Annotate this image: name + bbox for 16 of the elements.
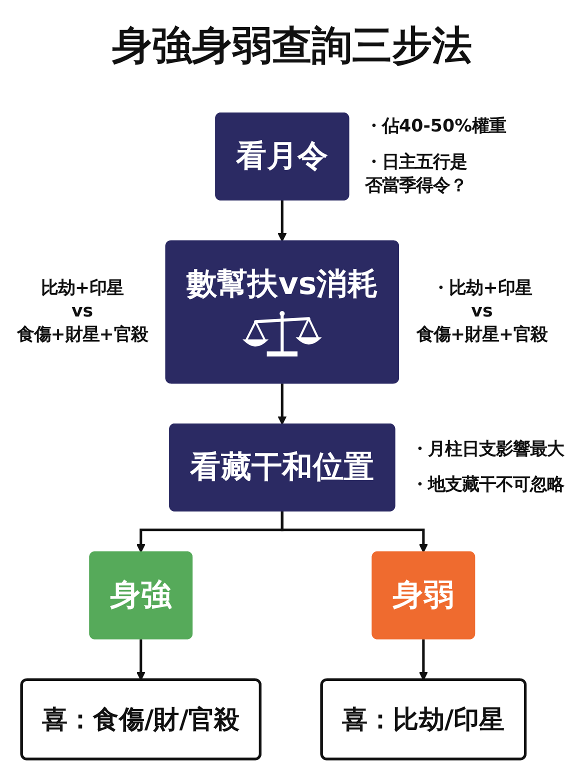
side-note: ・地支藏干不可忽略	[411, 475, 564, 496]
side-note: 比劫+印星 vs 食傷+財星+官殺	[16, 278, 148, 346]
preference-text: 喜：比劫/印星	[342, 703, 505, 736]
side-note: ・日主五行是否當季得令？	[365, 152, 468, 196]
arrow	[278, 200, 287, 242]
side-note: ・佔40-50%權重	[365, 116, 506, 137]
arrow	[418, 639, 428, 681]
side-note: ・比劫+印星 vs 食傷+財星+官殺	[416, 278, 548, 346]
arrow	[136, 639, 146, 681]
side-note: ・月柱日支影響最大	[411, 439, 564, 460]
step-title: 數幫扶vs消耗	[186, 265, 378, 304]
arrow	[280, 511, 428, 553]
arrow	[278, 384, 287, 425]
preference-text: 喜：食傷/財/官殺	[42, 703, 240, 736]
diagram-title: 身強身弱查詢三步法	[112, 22, 472, 70]
outcome-label: 身弱	[392, 576, 454, 616]
